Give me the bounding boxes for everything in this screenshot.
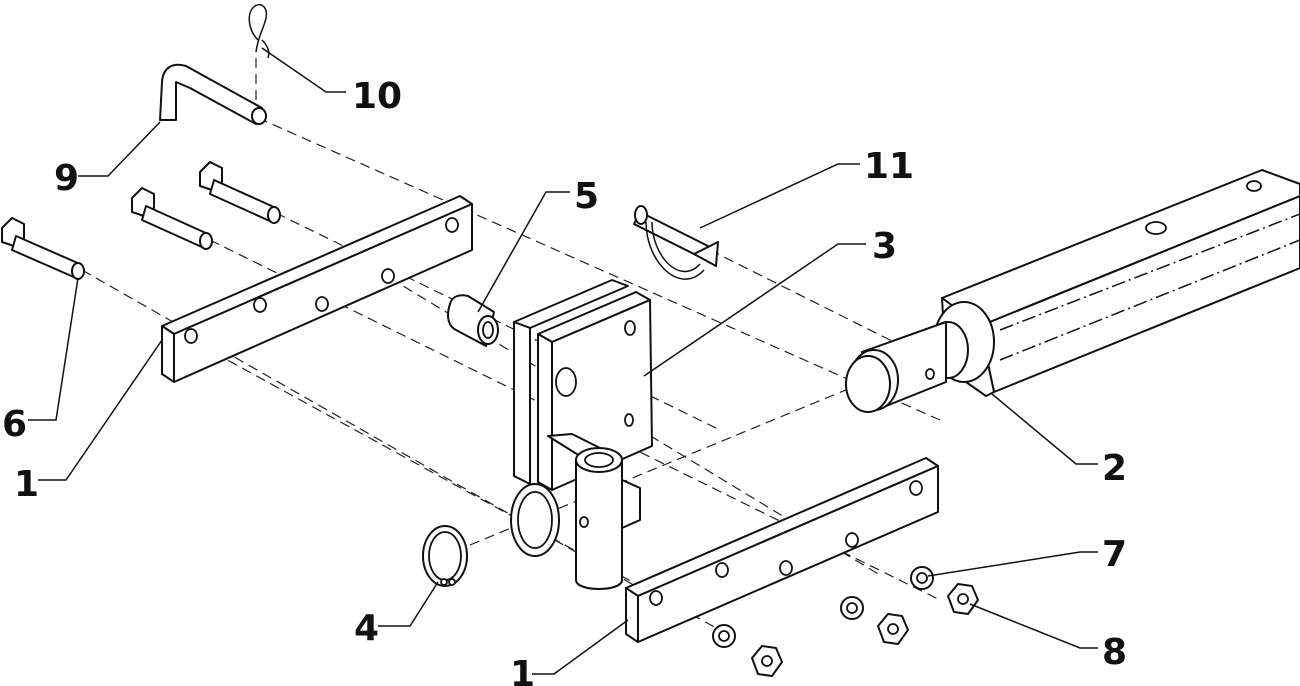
callout-11: 11 — [864, 146, 914, 187]
callout-6: 6 — [2, 404, 27, 445]
part-mount-bracket — [510, 279, 653, 590]
leader-lines — [28, 47, 1098, 675]
part-nuts — [751, 583, 979, 677]
callout-7: 7 — [1102, 534, 1127, 575]
part-l-pin — [159, 63, 267, 125]
part-flat-bar-bottom — [625, 457, 939, 643]
part-bolt-1 — [199, 161, 281, 224]
callout-1-bottom: 1 — [510, 654, 535, 686]
callout-8: 8 — [1102, 632, 1127, 673]
part-hitch-pin-clip — [248, 4, 270, 59]
callout-4: 4 — [354, 608, 379, 649]
callout-1-top: 1 — [14, 464, 39, 505]
part-snap-ring — [422, 525, 468, 587]
part-washers — [712, 566, 934, 648]
callout-numbers: 10 9 5 11 3 6 1 2 7 4 8 1 — [2, 76, 1127, 686]
part-receiver-tube — [845, 169, 1300, 413]
callout-3: 3 — [872, 226, 897, 267]
callout-5: 5 — [574, 176, 599, 217]
part-spacer — [447, 294, 499, 347]
part-flat-bar-top — [161, 195, 473, 383]
part-bolt-3 — [1, 217, 85, 280]
callout-9: 9 — [54, 158, 79, 199]
part-lynch-pin — [633, 205, 719, 280]
callout-2: 2 — [1102, 448, 1127, 489]
callout-10: 10 — [352, 76, 402, 117]
part-bolt-2 — [131, 187, 213, 250]
